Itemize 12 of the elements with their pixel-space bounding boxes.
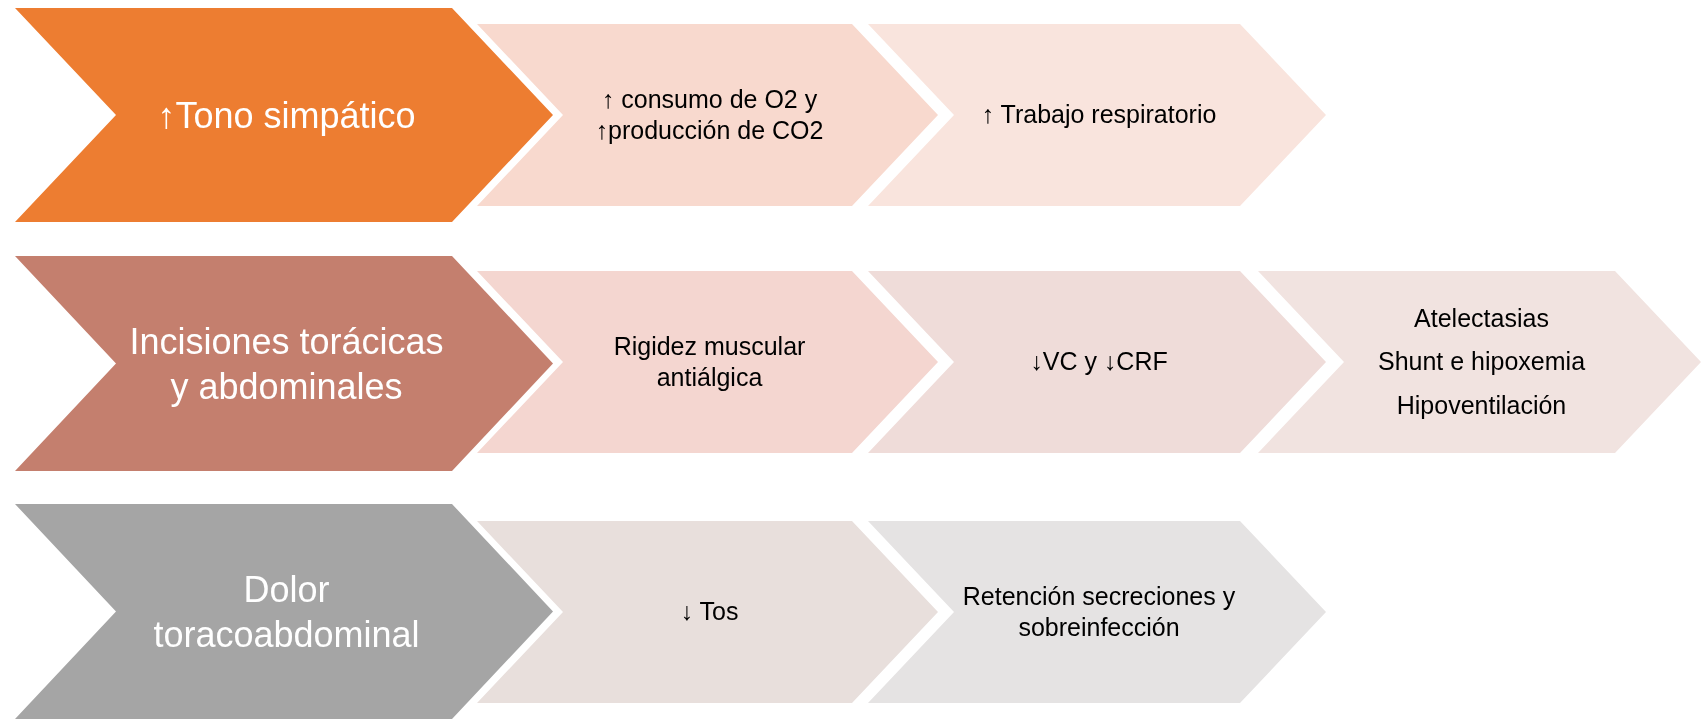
step-text: ↓ Tos xyxy=(680,596,739,628)
step-text: Dolor toracoabdominal xyxy=(152,567,421,657)
step-text: Incisiones torácicas y abdominales xyxy=(128,319,445,409)
step-text: Rigidez muscular antiálgica xyxy=(612,330,807,393)
step-text: ↓VC y ↓CRF xyxy=(1030,346,1168,378)
step-text: Hipoventilación xyxy=(1396,389,1567,421)
step-text: ↑ consumo de O2 y ↑producción de CO2 xyxy=(594,83,825,146)
step-text: Retención secreciones y sobreinfección xyxy=(961,580,1237,643)
step-text: ↑Tono simpático xyxy=(157,93,416,138)
step-text: ↑ Trabajo respiratorio xyxy=(981,99,1217,131)
step-text: Shunt e hipoxemia xyxy=(1377,346,1586,378)
step-text: Atelectasias xyxy=(1414,303,1549,335)
